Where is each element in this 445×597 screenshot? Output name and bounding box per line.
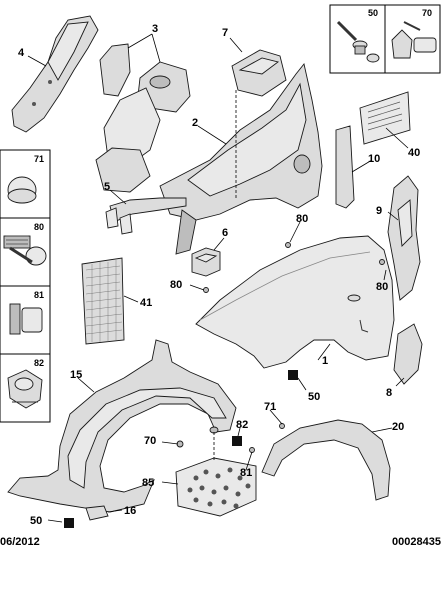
callout-40: 40 xyxy=(408,147,420,159)
footer-doc-number: 00028435 xyxy=(392,536,441,548)
fastener-71 xyxy=(279,423,285,429)
part-5-brackets xyxy=(105,197,187,235)
fastener-50-square xyxy=(288,370,298,380)
part-8-bracket xyxy=(393,323,423,385)
fastener-80-left xyxy=(203,287,209,293)
callout-80-right: 80 xyxy=(376,281,388,293)
callout-20: 20 xyxy=(392,421,404,433)
part-85-clip-kit xyxy=(175,457,257,517)
fastener-82-square xyxy=(232,436,242,446)
part-3-bracket xyxy=(95,43,191,193)
part-20-arch-trim xyxy=(261,419,391,501)
callout-85: 85 xyxy=(142,477,154,489)
callout-41: 41 xyxy=(140,297,152,309)
legend-label-50: 50 xyxy=(368,8,378,18)
callout-16: 16 xyxy=(124,505,136,517)
callout-1: 1 xyxy=(322,355,328,367)
legend-left-label-81: 81 xyxy=(34,290,44,300)
fastener-legend-top: 50 70 xyxy=(329,4,441,74)
fastener-80-top xyxy=(285,242,291,248)
leader-lines xyxy=(27,33,409,523)
part-41-pad xyxy=(81,257,125,345)
callout-50-right: 50 xyxy=(308,391,320,403)
legend-left-label-71: 71 xyxy=(34,154,44,164)
callout-15: 15 xyxy=(70,369,82,381)
small-fasteners xyxy=(64,242,385,528)
callout-3: 3 xyxy=(152,23,158,35)
callout-6: 6 xyxy=(222,227,228,239)
callout-80-left: 80 xyxy=(170,279,182,291)
part-16-bracket xyxy=(85,505,109,521)
callouts: 4 3 7 2 5 6 80 80 80 10 40 9 1 41 15 50 … xyxy=(18,23,420,527)
callout-8: 8 xyxy=(386,387,392,399)
callout-81: 81 xyxy=(240,467,252,479)
callout-7: 7 xyxy=(222,27,228,39)
legend-left-label-80: 80 xyxy=(34,222,44,232)
push-rivet-71-icon xyxy=(7,176,37,204)
legend-left-label-82: 82 xyxy=(34,358,44,368)
callout-4: 4 xyxy=(18,47,25,59)
callout-10: 10 xyxy=(368,153,380,165)
callout-50-bottom: 50 xyxy=(30,515,42,527)
part-9-bracket xyxy=(387,175,421,301)
footer-date-code: 06/2012 xyxy=(0,536,40,548)
fastener-81 xyxy=(249,447,255,453)
callout-71: 71 xyxy=(264,401,276,413)
fastener-50-square-bottom xyxy=(64,518,74,528)
legend-label-70: 70 xyxy=(422,8,432,18)
part-2-apron xyxy=(159,62,323,255)
part-40-label xyxy=(359,91,411,145)
callout-9: 9 xyxy=(376,205,382,217)
part-15-liner xyxy=(7,339,237,513)
clip-82-icon xyxy=(7,369,43,409)
callout-80-top: 80 xyxy=(296,213,308,225)
callout-2: 2 xyxy=(192,117,198,129)
bolt-81-icon xyxy=(9,303,43,335)
callout-5: 5 xyxy=(104,181,110,193)
part-6-block xyxy=(191,247,221,277)
callout-82: 82 xyxy=(236,419,248,431)
callout-70: 70 xyxy=(144,435,156,447)
fastener-80-right xyxy=(379,259,385,265)
part-10-strip xyxy=(335,125,355,209)
screw-80-icon xyxy=(3,235,47,266)
part-7-bracket xyxy=(231,49,287,97)
bolt-50-icon xyxy=(336,20,380,63)
part-4-rail xyxy=(11,15,99,133)
part-1-fender xyxy=(195,235,395,369)
clip-70-icon xyxy=(391,21,437,59)
fastener-legend-left: 71 80 81 82 xyxy=(0,149,51,423)
